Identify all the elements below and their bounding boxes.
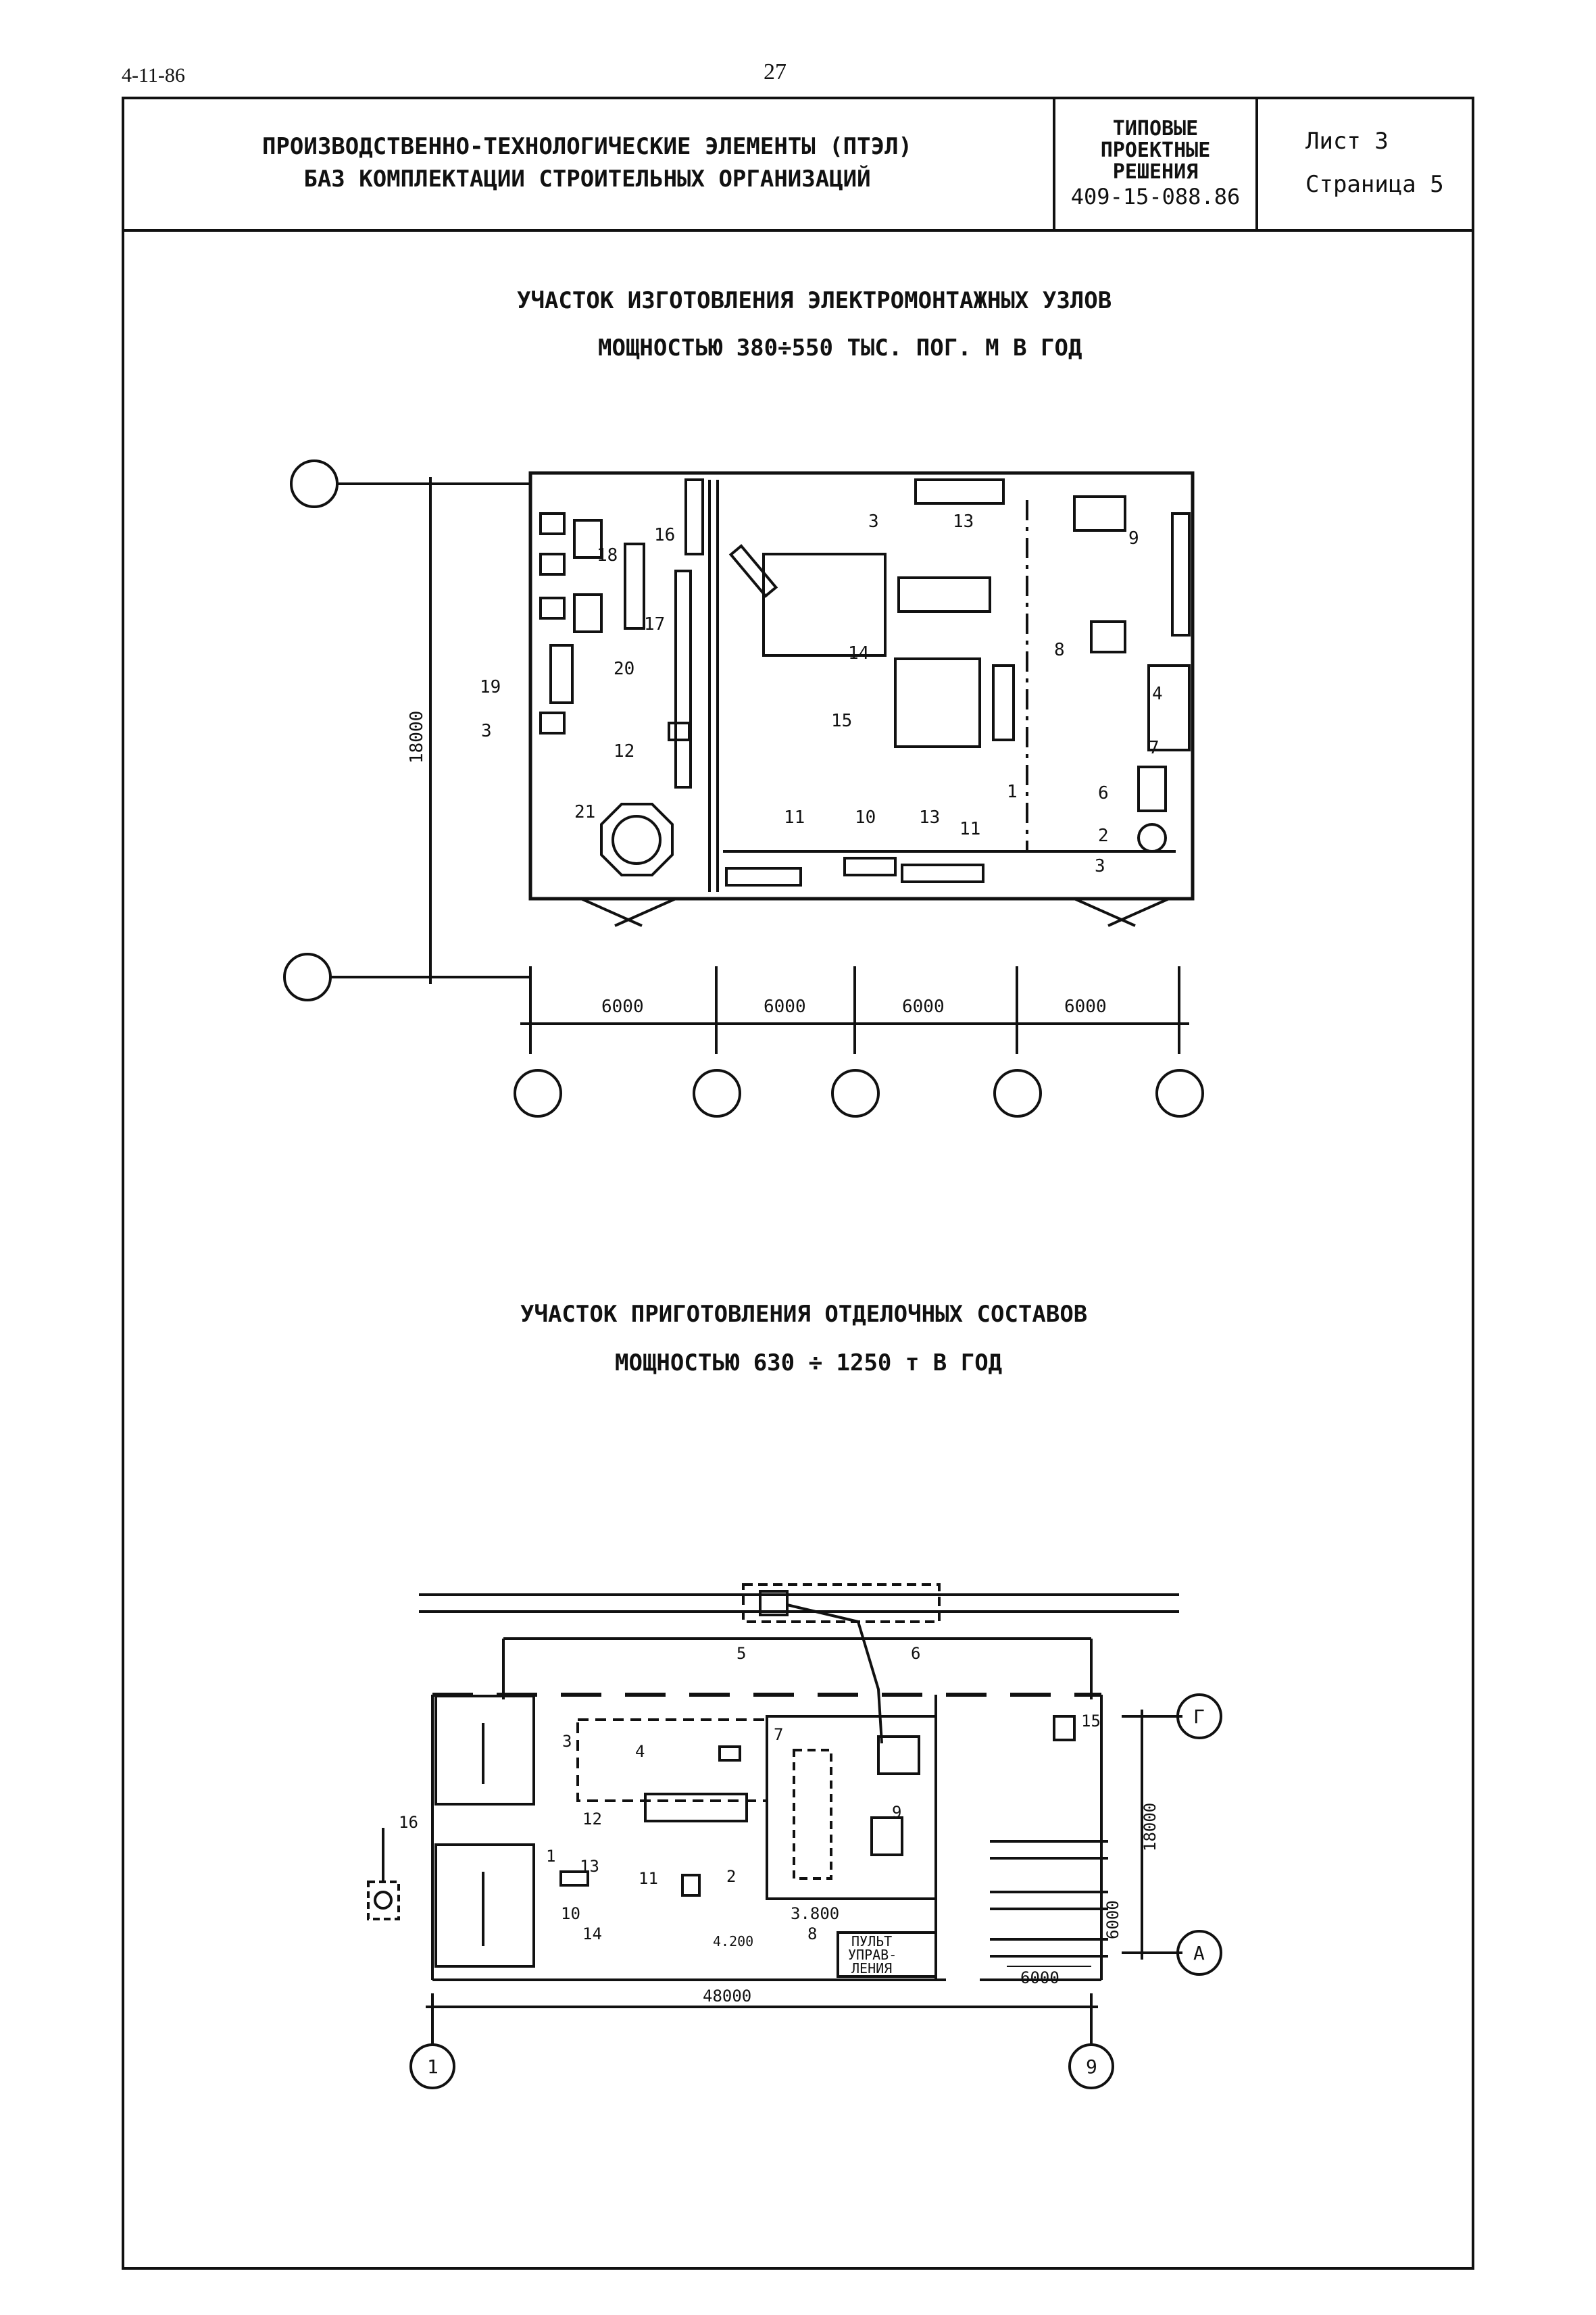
s1-label: 13: [919, 807, 940, 828]
section1-plan: 18000 6000 6000 6000 6000 1 2 3 3 3 4 6 …: [283, 459, 1204, 1118]
sheet-frame: [122, 97, 1474, 2270]
title-cell: ПРОИЗВОДСТВЕННО-ТЕХНОЛОГИЧЕСКИЕ ЭЛЕМЕНТЫ…: [122, 97, 1053, 229]
section2-plan: 48000 18000 6000 6000 1 9 Г А 3.800 4.20…: [367, 1583, 1222, 2089]
title-block: ПРОИЗВОДСТВЕННО-ТЕХНОЛОГИЧЕСКИЕ ЭЛЕМЕНТЫ…: [122, 97, 1474, 232]
s2-label: 6: [911, 1644, 920, 1663]
standard-line-1: ТИПОВЫЕ: [1112, 117, 1199, 141]
section1-title: УЧАСТОК ИЗГОТОВЛЕНИЯ ЭЛЕКТРОМОНТАЖНЫХ УЗ…: [517, 287, 1112, 314]
s1-label: 7: [1149, 738, 1159, 758]
section1-bay-dim-3: 6000: [902, 997, 945, 1017]
s1-label: 4: [1152, 684, 1163, 704]
s1-label: 12: [614, 741, 634, 762]
sheet-cell: Лист 3 Страница 5: [1255, 97, 1469, 229]
mixer-21: [600, 803, 674, 876]
s1-label: 6: [1098, 783, 1109, 803]
s2-label: 2: [726, 1867, 736, 1886]
s1-label: 20: [614, 659, 634, 679]
page-number: 27: [764, 59, 787, 84]
s2-label: 13: [580, 1857, 599, 1876]
section1-bay-dim-2: 6000: [764, 997, 806, 1017]
s1-label: 2: [1098, 826, 1109, 846]
axis-label-A: А: [1193, 1942, 1205, 1964]
control-room-line-3: ЛЕНИЯ: [851, 1960, 892, 1976]
section2-height-dim: 18000: [1141, 1803, 1159, 1851]
axis-bubble-b1: [514, 1069, 562, 1118]
building1-outline: [528, 471, 1195, 901]
axis-bubble-G: [1176, 1693, 1222, 1739]
axis-bubble-b4: [993, 1069, 1042, 1118]
axis-bubble-9: [1068, 2043, 1114, 2089]
section1-bay-dim-4: 6000: [1064, 997, 1107, 1017]
s1-label: 14: [848, 643, 869, 664]
title-line-2: БАЗ КОМПЛЕКТАЦИИ СТРОИТЕЛЬНЫХ ОРГАНИЗАЦИ…: [303, 166, 871, 193]
s1-label: 1: [1007, 782, 1018, 802]
s1-label: 8: [1054, 640, 1065, 660]
section2-subtitle: МОЩНОСТЬЮ 630 ÷ 1250 т В ГОД: [615, 1349, 1003, 1376]
s1-label: 11: [959, 819, 980, 839]
section1-height-dim: 18000: [407, 711, 427, 764]
document-code: 4-11-86: [122, 64, 185, 86]
axis-bubble-bottom: [283, 953, 332, 1001]
standard-line-3: РЕШЕНИЯ: [1112, 160, 1199, 184]
axis-bubble-top: [290, 459, 339, 508]
machine-14: [762, 553, 887, 657]
s2-label: 3: [562, 1732, 572, 1751]
rack-15: [894, 657, 981, 748]
axis-bubble-b2: [693, 1069, 741, 1118]
section1-bay-dim-1: 6000: [601, 997, 644, 1017]
axis-bubble-A: [1176, 1930, 1222, 1976]
standard-code: 409-15-088.86: [1070, 184, 1241, 209]
s1-label: 3: [481, 721, 492, 741]
s1-label: 3: [868, 512, 879, 532]
axis-bubble-b3: [831, 1069, 880, 1118]
s2-label: 7: [774, 1725, 783, 1744]
s1-label: 15: [831, 711, 852, 731]
s1-label: 13: [953, 512, 974, 532]
section2-sub-dim-horizontal: 6000: [1020, 1968, 1059, 1987]
elevation-1: 3.800: [791, 1904, 839, 1923]
section1-subtitle: МОЩНОСТЬЮ 380÷550 ТЫС. ПОГ. М В ГОД: [598, 334, 1082, 362]
s1-label: 21: [574, 802, 595, 822]
s2-label: 8: [807, 1924, 817, 1943]
s2-label: 9: [892, 1803, 901, 1822]
page-label: Страница 5: [1305, 171, 1444, 198]
s2-label: 5: [737, 1644, 746, 1663]
s2-label: 16: [399, 1813, 418, 1832]
s2-label: 11: [639, 1869, 658, 1888]
section2-title: УЧАСТОК ПРИГОТОВЛЕНИЯ ОТДЕЛОЧНЫХ СОСТАВО…: [520, 1301, 1088, 1328]
s1-label: 18: [597, 545, 618, 566]
section2-sub-dim-vertical: 6000: [1103, 1900, 1122, 1939]
axis-label-1: 1: [427, 2056, 439, 2078]
control-room-line-2: УПРАВ-: [848, 1947, 897, 1963]
s2-label: 10: [561, 1904, 580, 1923]
standard-line-2: ПРОЕКТНЫЕ: [1100, 139, 1211, 162]
axis-label-G: Г: [1193, 1706, 1205, 1728]
s1-label: 11: [784, 807, 805, 828]
axis-bubble-b5: [1155, 1069, 1204, 1118]
standard-cell: ТИПОВЫЕ ПРОЕКТНЫЕ РЕШЕНИЯ 409-15-088.86: [1053, 97, 1255, 229]
control-room-line-1: ПУЛЬТ: [851, 1933, 892, 1949]
title-line-1: ПРОИЗВОДСТВЕННО-ТЕХНОЛОГИЧЕСКИЕ ЭЛЕМЕНТЫ…: [261, 133, 913, 160]
s2-label: 14: [582, 1924, 602, 1943]
s1-label: 9: [1128, 528, 1139, 549]
s2-label: 4: [635, 1742, 645, 1761]
axis-label-9: 9: [1086, 2056, 1097, 2078]
s1-label: 16: [654, 525, 675, 545]
s1-label: 19: [480, 677, 501, 697]
s1-label: 10: [855, 807, 876, 828]
s2-label: 15: [1081, 1712, 1101, 1731]
sheet-number: Лист 3: [1305, 128, 1389, 155]
elevation-2: 4.200: [713, 1933, 753, 1949]
s2-label: 12: [582, 1810, 602, 1828]
axis-bubble-1: [409, 2043, 455, 2089]
s1-label: 3: [1095, 856, 1105, 876]
s2-label: 1: [546, 1847, 555, 1866]
section2-length-dim: 48000: [703, 1987, 751, 2006]
s1-label: 17: [644, 614, 665, 634]
